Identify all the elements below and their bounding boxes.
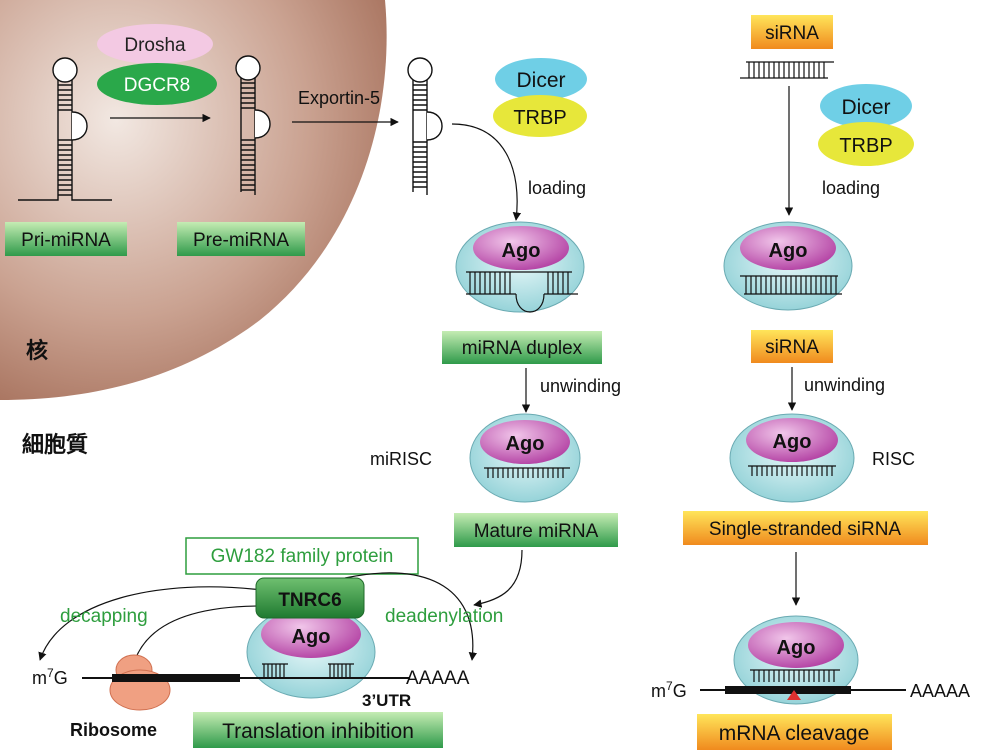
arrow-tnrc6-to-ribosome <box>134 605 263 661</box>
single-stranded-sirna-badge <box>683 511 928 545</box>
pri-mirna-label: Pri-miRNA <box>21 230 111 251</box>
coding-region <box>112 674 240 682</box>
polya-label-translation: AAAAA <box>406 668 470 689</box>
pre-mirna-hairpin <box>235 55 271 195</box>
tnrc6-box <box>255 577 365 619</box>
mrna-cleavage-badge <box>697 714 892 750</box>
translation-inhibition-label: Translation inhibition <box>222 720 414 743</box>
pri-mirna-badge <box>5 222 127 256</box>
sirna-target-site <box>725 686 851 694</box>
mrna-cleavage-label: mRNA cleavage <box>719 722 870 745</box>
translation-ago-complex <box>246 605 376 699</box>
unwinding-label-mirna: unwinding <box>540 376 621 396</box>
dgcr8-protein <box>97 63 217 105</box>
exported-hairpin <box>407 57 443 195</box>
gw182-label: GW182 family protein <box>211 546 394 567</box>
dicer-label-mirna: Dicer <box>516 69 565 92</box>
ago-label-cleavage: Ago <box>777 637 816 659</box>
arrow-mature-to-target <box>473 549 523 608</box>
risc-label: RISC <box>872 449 915 469</box>
ago-label-mirisc: Ago <box>506 433 545 455</box>
pre-mirna-badge <box>177 222 305 256</box>
risc-complex-duplex-sirna <box>723 221 853 311</box>
mirisc-label: miRISC <box>370 449 432 469</box>
pri-mirna-hairpin <box>18 57 112 201</box>
arrow-decapping <box>38 586 263 661</box>
utr-label: 3’UTR <box>362 691 411 710</box>
sirna-duplex-strand <box>740 61 834 79</box>
arrow-deadenylation <box>344 572 478 661</box>
exportin-label: Exportin-5 <box>298 88 380 108</box>
dicer-label-sirna: Dicer <box>841 96 890 119</box>
sirna-top-badge <box>751 15 833 49</box>
unwinding-label-sirna: unwinding <box>804 375 885 395</box>
deadenylation-label: deadenylation <box>385 606 503 627</box>
trbp-label-mirna: TRBP <box>513 107 566 129</box>
cleavage-site-marker <box>787 690 801 700</box>
dicer-protein-sirna <box>820 84 912 128</box>
sirna-label: siRNA <box>765 337 819 358</box>
tnrc6-label: TNRC6 <box>278 590 341 611</box>
trbp-protein-mirna <box>493 95 587 137</box>
loading-label-mirna: loading <box>528 178 586 198</box>
trbp-protein-sirna <box>818 122 914 166</box>
mirna-duplex-label: miRNA duplex <box>462 338 583 359</box>
single-stranded-sirna-label: Single-stranded siRNA <box>709 519 902 540</box>
sirna-top-label: siRNA <box>765 23 819 44</box>
loading-label-sirna: loading <box>822 178 880 198</box>
drosha-label: Drosha <box>124 35 186 56</box>
ribosome-label: Ribosome <box>70 720 157 740</box>
cytoplasm-label: 細胞質 <box>22 432 88 457</box>
nucleus-region <box>0 0 387 400</box>
ago-label-duplex-sirna: Ago <box>769 240 808 262</box>
translation-inhibition-badge <box>193 712 443 748</box>
risc-complex-duplex-mirna <box>455 221 585 313</box>
mature-mirna-badge <box>454 513 618 547</box>
ago-label-risc-sirna: Ago <box>773 431 812 453</box>
risc-complex-sirna <box>729 413 855 503</box>
m7g-label-translation: m7G <box>32 666 68 688</box>
mirna-binding-sites <box>262 663 354 678</box>
gw182-box <box>185 537 419 575</box>
dgcr8-label: DGCR8 <box>124 75 191 96</box>
sirna-badge <box>751 330 833 363</box>
ago-label-translation: Ago <box>292 626 331 648</box>
trbp-label-sirna: TRBP <box>839 135 892 157</box>
cleavage-complex <box>733 615 859 705</box>
polya-label-sirna: AAAAA <box>910 681 970 701</box>
dicer-protein-mirna <box>495 58 587 100</box>
mirna-duplex-badge <box>442 331 602 364</box>
ago-label-duplex-mirna: Ago <box>502 240 541 262</box>
mature-mirna-label: Mature miRNA <box>474 521 599 542</box>
nucleus-label: 核 <box>26 338 48 363</box>
m7g-label-sirna: m7G <box>651 679 687 701</box>
mirisc-complex <box>469 413 581 503</box>
arrow-loading-mirna <box>451 123 522 221</box>
pre-mirna-label: Pre-miRNA <box>193 230 289 251</box>
decapping-label: decapping <box>60 606 148 627</box>
drosha-protein <box>97 24 213 64</box>
